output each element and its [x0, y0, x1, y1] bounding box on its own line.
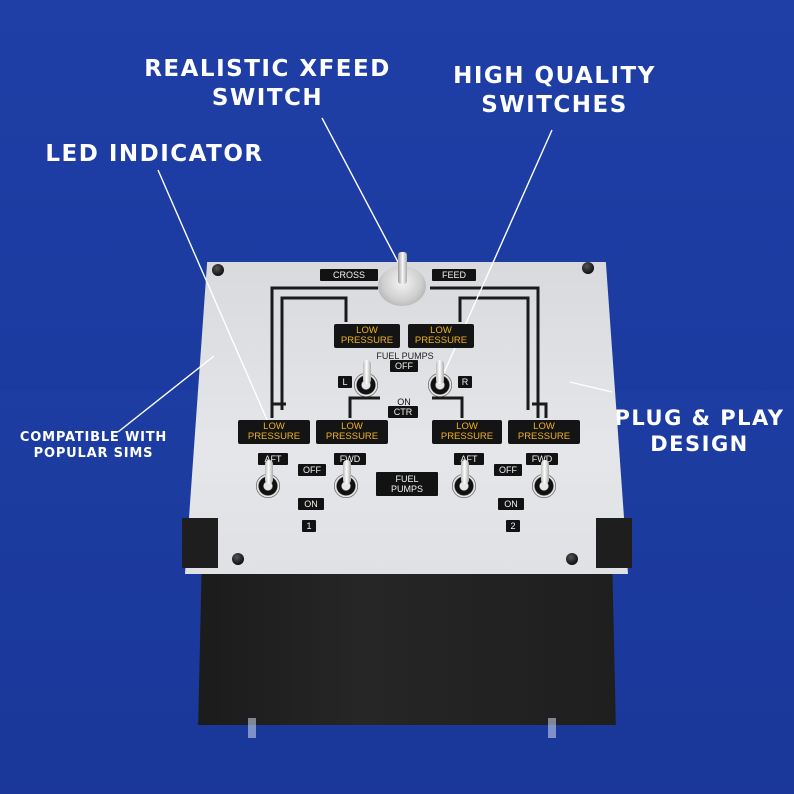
center-left-pump-lever[interactable]	[363, 360, 371, 384]
engine2-off-label: OFF	[494, 464, 522, 476]
engine1-fwd-low-pressure-light: LOW PRESSURE	[316, 420, 388, 444]
screw-icon	[566, 553, 578, 565]
annunciator-line1: LOW	[533, 421, 555, 432]
center-off-label: OFF	[390, 360, 418, 372]
fuel-pumps-line1: FUEL	[395, 474, 419, 484]
cross-label: CROSS	[320, 269, 378, 281]
center-left-label: L	[338, 376, 352, 388]
mount-bracket-right	[596, 518, 632, 568]
crossfeed-knob-pointer[interactable]	[398, 252, 407, 284]
engine2-aft-pump-lever[interactable]	[461, 460, 469, 484]
annunciator-line2: PRESSURE	[414, 335, 468, 346]
engine1-off-label: OFF	[298, 464, 326, 476]
callout-quality-line2: SWITCHES	[481, 91, 628, 118]
engine1-aft-label: AFT	[258, 453, 288, 465]
center-on-label: ON	[397, 397, 411, 407]
annunciator-line2: PRESSURE	[517, 431, 571, 442]
callout-compat-line1: COMPATIBLE WITH	[19, 430, 168, 445]
callout-xfeed: REALISTIC XFEED SWITCH	[130, 55, 405, 113]
engine2-fwd-pump-lever[interactable]	[541, 460, 549, 484]
engine1-on-label: ON	[298, 498, 324, 510]
annunciator-line2: PRESSURE	[325, 431, 379, 442]
center-fuel-pumps-text: FUEL PUMPS	[376, 351, 434, 361]
engine1-fwd-pump-lever[interactable]	[343, 460, 351, 484]
engine2-on-label: ON	[498, 498, 524, 510]
annunciator-line1: LOW	[356, 325, 378, 336]
annunciator-line1: LOW	[341, 421, 363, 432]
center-right-label: R	[458, 376, 472, 388]
callout-plug-line2: DESIGN	[650, 432, 749, 457]
engine1-fwd-label: FWD	[334, 453, 366, 465]
annunciator-line2: PRESSURE	[247, 431, 301, 442]
callout-plug-line1: PLUG & PLAY	[614, 406, 785, 430]
engine2-fwd-label: FWD	[526, 453, 558, 465]
callout-plug: PLUG & PLAY DESIGN	[612, 405, 787, 458]
annunciator-line1: LOW	[430, 325, 452, 336]
engine2-number: 2	[506, 520, 520, 532]
center-left-low-pressure-light: LOW PRESSURE	[334, 324, 400, 348]
callout-led: LED INDICATOR	[32, 140, 277, 169]
engine2-aft-low-pressure-light: LOW PRESSURE	[432, 420, 502, 444]
engine2-aft-label: AFT	[454, 453, 484, 465]
engine1-number: 1	[302, 520, 316, 532]
engine1-aft-pump-lever[interactable]	[265, 460, 273, 484]
annunciator-line2: PRESSURE	[440, 431, 494, 442]
annunciator-line1: LOW	[263, 421, 285, 432]
fuel-pumps-label: FUEL PUMPS	[376, 472, 438, 496]
fuel-pumps-line2: PUMPS	[390, 484, 423, 494]
annunciator-line2: PRESSURE	[340, 335, 394, 346]
screw-icon	[232, 553, 244, 565]
screw-icon	[212, 264, 224, 276]
screw-icon	[582, 262, 594, 274]
feed-label: FEED	[432, 269, 476, 281]
annunciator-line1: LOW	[456, 421, 478, 432]
device-foot-left	[248, 718, 256, 738]
callout-led-line1: LED INDICATOR	[45, 141, 264, 167]
center-right-low-pressure-light: LOW PRESSURE	[408, 324, 474, 348]
engine1-aft-low-pressure-light: LOW PRESSURE	[238, 420, 310, 444]
callout-xfeed-line1: REALISTIC XFEED	[144, 56, 391, 82]
center-ctr-label: CTR	[388, 406, 418, 418]
device-foot-right	[548, 718, 556, 738]
mount-bracket-left	[182, 518, 218, 568]
engine2-fwd-low-pressure-light: LOW PRESSURE	[508, 420, 580, 444]
center-right-pump-lever[interactable]	[436, 360, 444, 384]
fuel-panel-face	[185, 262, 628, 574]
callout-quality-line1: HIGH QUALITY	[453, 63, 656, 89]
callout-quality: HIGH QUALITY SWITCHES	[432, 62, 677, 120]
callout-compat-line2: POPULAR SIMS	[33, 446, 154, 462]
callout-compat: COMPATIBLE WITH POPULAR SIMS	[6, 430, 181, 463]
center-fuel-pumps-label: FUEL PUMPS	[370, 350, 440, 362]
callout-xfeed-line2: SWITCH	[211, 84, 324, 111]
